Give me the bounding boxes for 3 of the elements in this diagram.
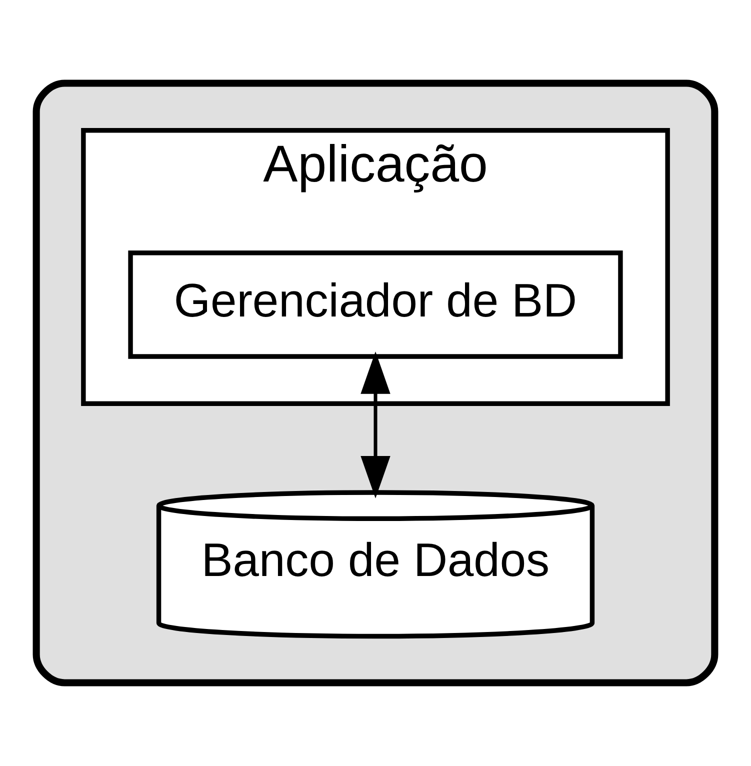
- cluster: [32, 80, 718, 686]
- node-box: Gerenciador de BD: [128, 250, 623, 359]
- arrow: [360, 351, 390, 498]
